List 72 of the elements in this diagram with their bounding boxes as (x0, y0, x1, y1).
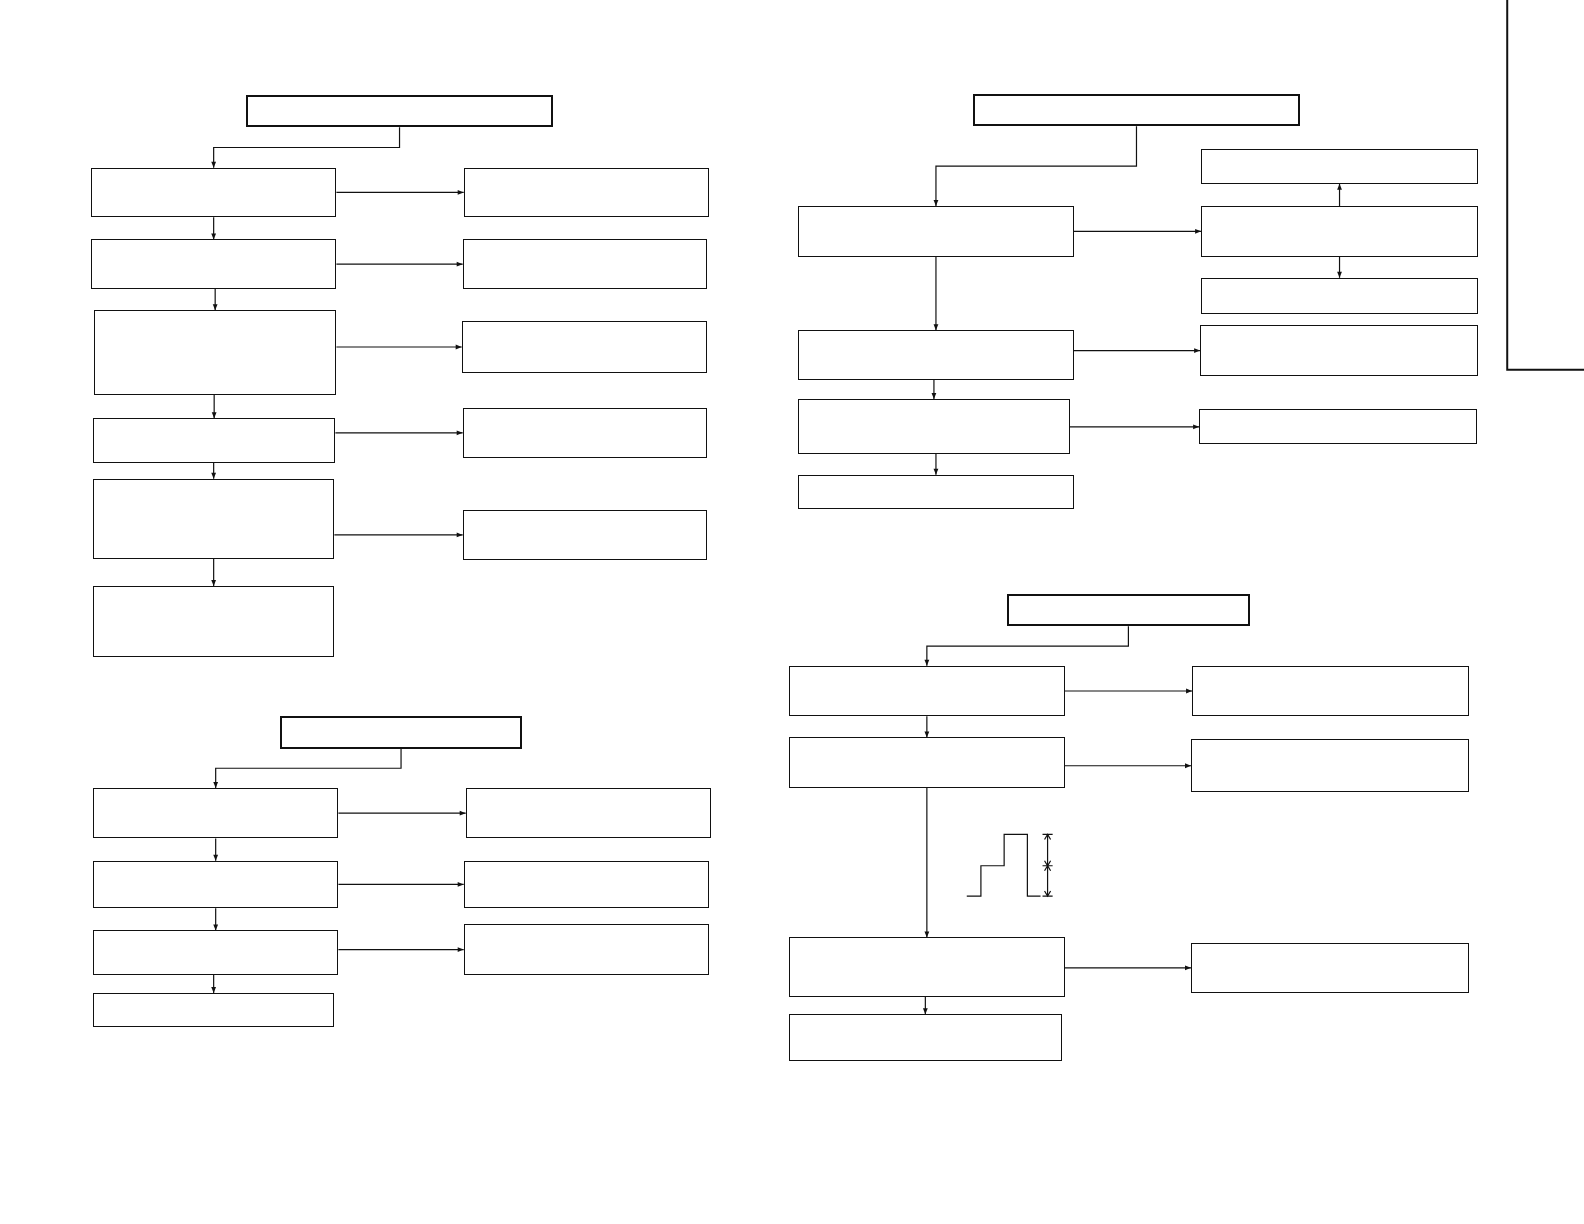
arrow (335, 344, 463, 350)
process-box (463, 860, 710, 909)
title-box (279, 716, 523, 749)
arrow (213, 907, 219, 931)
process-box (463, 167, 710, 218)
process-box (798, 206, 1074, 257)
process-box (92, 930, 339, 975)
process-box (93, 310, 337, 395)
arrow (1064, 965, 1192, 971)
process-box (788, 737, 1065, 788)
process-box (1191, 739, 1469, 792)
arrow (924, 715, 930, 739)
process-box (463, 924, 710, 975)
arrow (333, 532, 464, 538)
arrow (337, 882, 465, 887)
arrow (211, 974, 217, 994)
arrow (922, 996, 928, 1015)
arrow (211, 462, 217, 480)
process-box (92, 418, 336, 463)
arrow (1064, 688, 1193, 694)
process-box (788, 937, 1065, 998)
arrow (211, 126, 401, 169)
process-box (92, 993, 335, 1028)
process-box (462, 510, 708, 560)
process-box (1200, 325, 1478, 376)
process-box (92, 585, 335, 657)
title-box (972, 93, 1301, 127)
arrow (337, 947, 465, 952)
process-box (1201, 148, 1478, 184)
process-box (1201, 206, 1478, 257)
process-box (462, 239, 708, 289)
process-box (798, 330, 1074, 380)
arrow (334, 430, 464, 436)
arrow (933, 125, 1138, 207)
process-box (798, 474, 1074, 510)
arrow (212, 288, 218, 311)
process-box (92, 478, 335, 559)
arrow (1073, 228, 1202, 234)
arrow (211, 394, 217, 419)
process-box (798, 399, 1070, 454)
arrow (337, 810, 467, 816)
process-box (1192, 665, 1469, 717)
arrow (1337, 256, 1342, 279)
process-box (92, 860, 339, 909)
arrow (1073, 348, 1201, 353)
process-box (1199, 409, 1477, 445)
arrow (213, 837, 219, 862)
arrow (1064, 763, 1192, 769)
process-box (465, 787, 712, 839)
process-box (788, 665, 1065, 717)
arrow (933, 452, 939, 476)
arrow (335, 190, 465, 195)
arrow (213, 747, 402, 789)
arrow (1069, 424, 1200, 430)
arrow (931, 379, 937, 400)
arrow (335, 261, 464, 267)
arrow (1337, 183, 1342, 207)
arrow (924, 625, 1129, 667)
process-box (90, 167, 337, 218)
process-box (92, 787, 339, 839)
process-box (1201, 277, 1478, 315)
arrow (933, 256, 939, 331)
process-box (462, 408, 708, 458)
process-box (90, 239, 337, 289)
arrow (211, 558, 217, 587)
arrow (211, 216, 217, 240)
process-box (788, 1014, 1062, 1061)
process-box (1191, 942, 1469, 993)
process-box (461, 321, 708, 373)
title-box (246, 94, 553, 128)
title-box (1007, 594, 1250, 627)
arrow (924, 787, 930, 939)
